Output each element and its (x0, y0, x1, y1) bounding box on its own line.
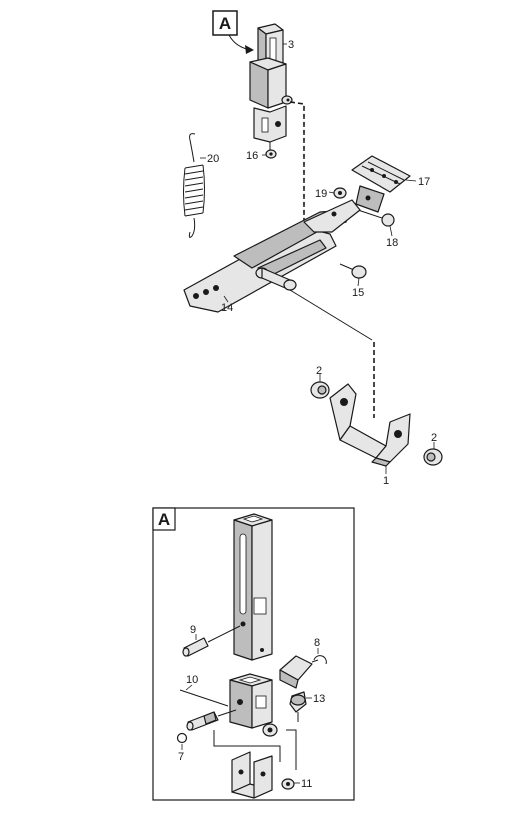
part-label-7: 7 (178, 751, 184, 763)
part-label-17: 17 (418, 176, 430, 188)
detail-pin-10 (179, 689, 237, 731)
part-label-10: 10 (186, 674, 198, 686)
detail-nut-11 (281, 778, 295, 790)
part-label-11: 11 (301, 778, 312, 790)
part-label-3: 3 (288, 39, 294, 51)
detail-clip-8 (313, 655, 327, 665)
bracket-1 (329, 383, 411, 467)
detail-guide-line-b (286, 729, 297, 770)
part-label-9: 9 (190, 624, 196, 636)
pedal-plate-17 (351, 155, 411, 213)
part-label-2-left: 2 (316, 365, 322, 377)
bushing-2-right (423, 448, 443, 466)
part-label-13: 13 (313, 693, 325, 705)
leader-lines-top (200, 43, 435, 474)
detail-upper-tube (233, 513, 273, 661)
part-label-1: 1 (383, 475, 389, 487)
part-label-15: 14 (221, 302, 233, 314)
bolt-16 (339, 263, 367, 279)
spring-20 (183, 133, 205, 238)
detail-box-label: A (158, 510, 170, 529)
part-label-2-right: 2 (431, 432, 437, 444)
detail-knob (279, 655, 319, 722)
callout-a: A (212, 10, 254, 54)
detail-pin-9 (182, 625, 241, 657)
detail-clip-7 (176, 732, 188, 744)
leader-lines-detail (181, 634, 319, 784)
part-label-18: 18 (386, 237, 398, 249)
part-label-20: 20 (207, 153, 219, 165)
nut-14 (265, 149, 277, 159)
detail-lower-block (229, 673, 278, 737)
part-label-14: 16 (246, 150, 258, 162)
upright-tube-assembly (249, 23, 293, 150)
bushing-2-left (310, 381, 330, 399)
nut-19 (333, 187, 347, 199)
part-label-8: 8 (314, 637, 320, 649)
callout-a-label: A (219, 14, 231, 33)
part-label-16: 15 (352, 287, 364, 299)
detail-guide-line-a (213, 730, 281, 762)
detail-u-bracket (231, 751, 273, 799)
part-label-19: 19 (315, 188, 327, 200)
lever-arm-15 (183, 199, 361, 313)
